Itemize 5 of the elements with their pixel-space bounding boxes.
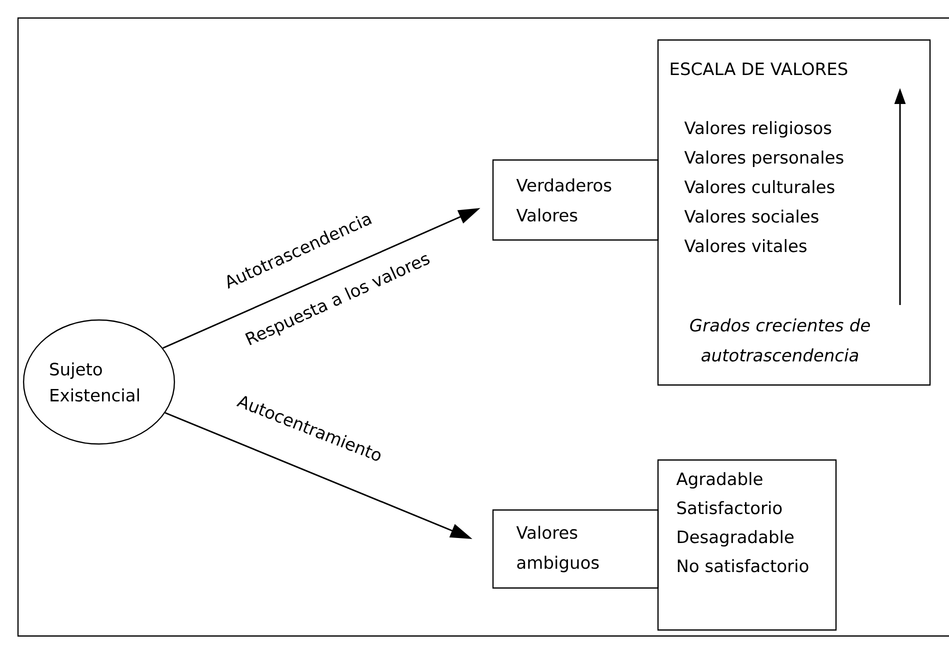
value-box: Verdaderos Valores: [492, 159, 659, 241]
value-box: Valores ambiguos: [492, 509, 659, 589]
circle-node: Sujeto Existencial: [22, 319, 176, 445]
scale-box: ESCALA DE VALORES Valores religiosos Valores personales Valores culturales Valores sociales Valores vitales Grados crecientes de autotrascendencia: [657, 39, 931, 386]
list-box: Agradable Satisfactorio Desagradable No satisfactorio: [657, 459, 837, 631]
